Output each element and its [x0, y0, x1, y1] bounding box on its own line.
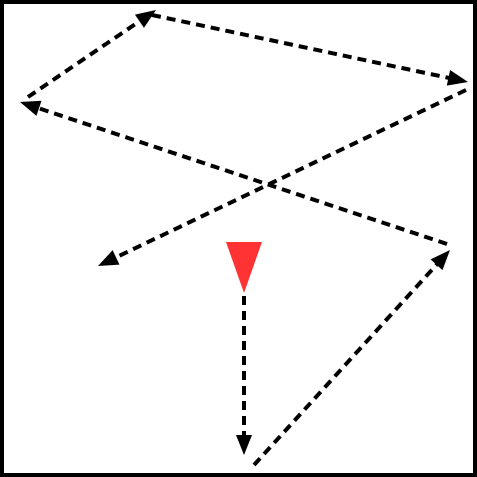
player-triangle-icon[interactable]	[226, 242, 262, 293]
path-segment-5-right	[151, 13, 451, 81]
arrowhead-icon	[98, 250, 120, 266]
arrowhead-icon	[134, 10, 156, 28]
movement-path	[20, 10, 468, 467]
arrowhead-icon	[430, 250, 450, 271]
path-segment-6-down-left	[113, 88, 467, 261]
path-segment-4-up-right	[26, 18, 143, 99]
path-segment-2-up-right	[252, 261, 440, 467]
path-segment-3-left	[36, 105, 448, 246]
arrowhead-icon	[236, 435, 252, 455]
arrowhead-icon	[20, 100, 42, 116]
arrowhead-icon	[446, 70, 468, 86]
